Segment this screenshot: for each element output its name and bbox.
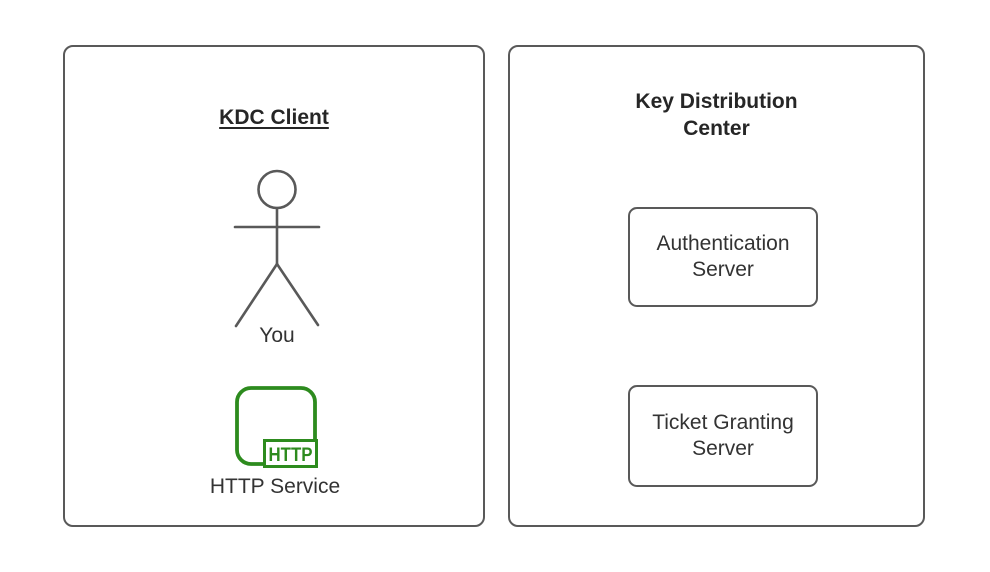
kdc-client-panel-title-text: KDC Client bbox=[219, 106, 329, 129]
http-service-label: HTTP Service bbox=[209, 475, 341, 498]
key-distribution-center-panel-title: Key Distribution Center bbox=[510, 88, 923, 142]
key-distribution-center-panel-title-text: Key Distribution Center bbox=[635, 90, 798, 140]
stick-figure-actor-icon bbox=[233, 169, 321, 328]
actor-label: You bbox=[259, 324, 295, 347]
kdc-client-panel-title: KDC Client bbox=[65, 104, 483, 131]
ticket-granting-server-node: Ticket Granting Server bbox=[628, 385, 818, 487]
kdc-client-panel: KDC Client You HTTP HTTP Service bbox=[63, 45, 485, 527]
authentication-server-node: Authentication Server bbox=[628, 207, 818, 307]
authentication-server-label: Authentication Server bbox=[656, 232, 790, 281]
ticket-granting-server-label: Ticket Granting Server bbox=[652, 411, 794, 460]
http-service-icon: HTTP bbox=[235, 386, 318, 468]
http-icon-text: HTTP bbox=[269, 445, 313, 466]
key-distribution-center-panel: Key Distribution Center Authentication S… bbox=[508, 45, 925, 527]
